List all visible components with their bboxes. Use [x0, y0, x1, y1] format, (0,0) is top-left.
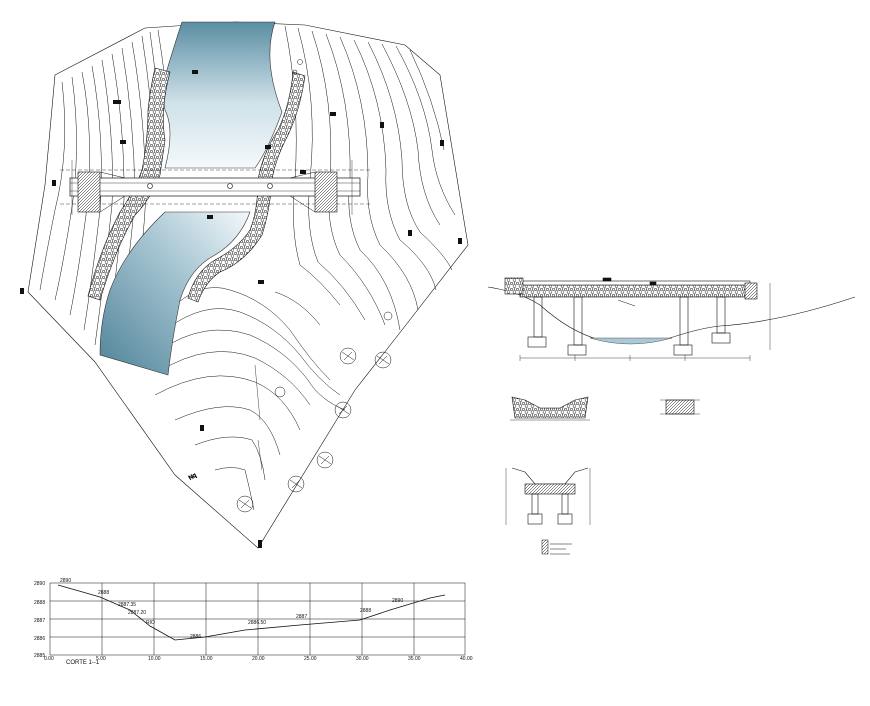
- river-downstream: [99, 211, 251, 376]
- profile-annotation: 2890: [392, 598, 403, 604]
- trees: [236, 59, 393, 513]
- section-y-label: 2887: [34, 618, 45, 624]
- water-surface: [589, 337, 673, 345]
- profile-annotation: 2886.50: [248, 620, 266, 626]
- section-y-label: 2885: [34, 653, 45, 659]
- plan-tags: [20, 70, 462, 548]
- abutment-detail: [510, 396, 590, 421]
- embankment-east: [187, 71, 306, 303]
- profile-annotation: 2886: [190, 634, 201, 640]
- cross-section-detail: [505, 467, 591, 525]
- profile-annotation: 2887.35: [118, 602, 136, 608]
- section-title: CORTE 1--1: [66, 660, 100, 666]
- section-x-label: 20.00: [252, 656, 265, 662]
- section-y-label: 2886: [34, 636, 45, 642]
- tree-icon: [339, 347, 357, 365]
- contours-south: [154, 287, 346, 511]
- profile-annotation: 2887.20: [128, 610, 146, 616]
- section-x-label: 10.00: [148, 656, 161, 662]
- section-y-label: 2890: [34, 581, 45, 587]
- terrain-profile: [57, 584, 446, 641]
- section-x-label: 15.00: [200, 656, 213, 662]
- profile-annotation: 2888: [98, 590, 109, 596]
- tree-icon: [334, 401, 352, 419]
- profile-annotation: 2887: [296, 614, 307, 620]
- tree-icon: [316, 451, 334, 469]
- tree-icon: [236, 495, 254, 513]
- bridge-plan: [60, 160, 370, 215]
- profile-annotation: RIO: [146, 620, 155, 626]
- contours-east: [284, 25, 456, 331]
- section-x-label: 0.00: [44, 656, 54, 662]
- site-plan: Nq: [20, 21, 469, 549]
- section-x-label: 40.00: [460, 656, 473, 662]
- bridge-elevation: [487, 277, 856, 361]
- section-corte: 2890 2888 2887 2886 2885 0.00 5.00 10.00 15.00 2…: [34, 578, 473, 666]
- profile-annotation: 2888: [360, 608, 371, 614]
- tree-icon: [287, 475, 305, 493]
- legend-detail: [541, 539, 572, 555]
- deck: [519, 284, 751, 298]
- tree-icon: [374, 351, 392, 369]
- railing-detail: [660, 399, 700, 415]
- section-x-label: 35.00: [408, 656, 421, 662]
- river-upstream: [163, 21, 283, 169]
- section-x-label: 30.00: [356, 656, 369, 662]
- section-y-label: 2888: [34, 600, 45, 606]
- section-x-label: 5.00: [96, 656, 106, 662]
- section-x-label: 25.00: [304, 656, 317, 662]
- profile-annotation: 2890: [60, 578, 71, 584]
- piers: [527, 296, 731, 356]
- embankment-west: [87, 67, 171, 301]
- north-label: Nq: [188, 473, 198, 482]
